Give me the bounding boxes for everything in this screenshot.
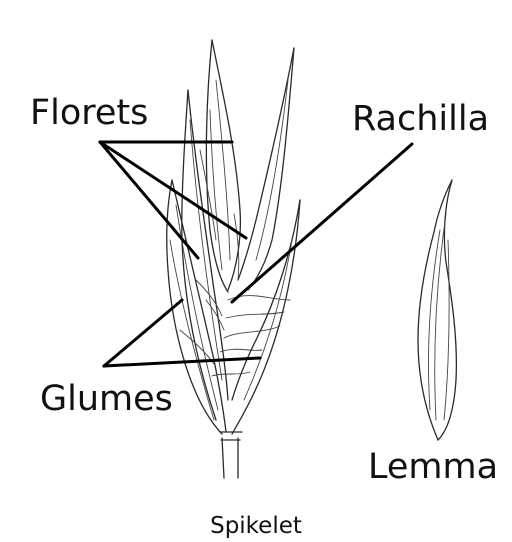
florets-leader-2	[100, 142, 246, 238]
leader-lines	[100, 142, 412, 366]
glumes-leader-2	[104, 358, 260, 366]
florets-label: Florets	[30, 93, 148, 133]
figure-caption: Spikelet	[210, 513, 302, 539]
lemma-drawing	[418, 180, 456, 440]
glumes-leader-1	[104, 300, 182, 366]
rachilla-label: Rachilla	[352, 99, 489, 139]
rachilla-leader	[232, 144, 412, 302]
lemma-label: Lemma	[368, 447, 498, 487]
glumes-label: Glumes	[40, 379, 173, 419]
